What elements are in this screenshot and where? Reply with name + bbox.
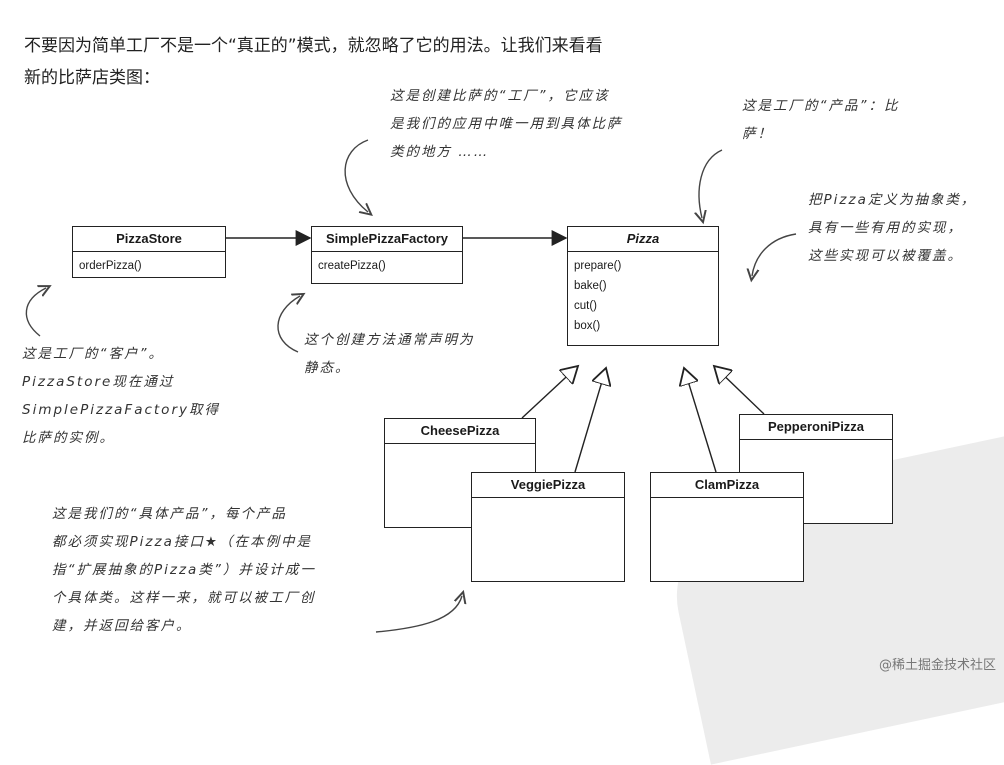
note-line: 静态。 — [304, 360, 351, 376]
class-pizzastore: PizzaStore orderPizza() — [72, 226, 226, 278]
class-pizza: Pizza prepare() bake() cut() box() — [567, 226, 719, 346]
note-line: 比萨的实例。 — [22, 430, 115, 446]
class-simplepizzafactory: SimplePizzaFactory createPizza() — [311, 226, 463, 284]
note-line: 把Pizza定义为抽象类， — [808, 192, 977, 208]
method-item: bake() — [574, 280, 607, 292]
veggie-inherit-line — [574, 368, 606, 473]
note-static: 这个创建方法通常声明为 静态。 — [304, 326, 475, 382]
note-line: 这是创建比萨的“工厂”，它应该 — [390, 88, 610, 104]
note-abstract: 把Pizza定义为抽象类， 具有一些有用的实现， 这些实现可以被覆盖。 — [808, 186, 976, 270]
cheese-inherit-line — [521, 366, 578, 419]
note-line: 这是工厂的“客户”。 — [22, 346, 164, 362]
class-name: VeggiePizza — [472, 473, 624, 498]
client-note-curve — [25, 288, 46, 337]
class-name: ClamPizza — [651, 473, 803, 498]
method-item: box() — [574, 320, 601, 332]
method-item: createPizza() — [318, 260, 386, 272]
concrete-note-curve — [375, 596, 462, 633]
diagram-connectors — [25, 139, 797, 633]
note-line: 这是我们的“具体产品”，每个产品 — [52, 506, 287, 522]
class-veggiepizza: VeggiePizza — [471, 472, 625, 582]
class-pepperonipizza: PepperoniPizza — [739, 414, 893, 524]
factory-note-curve — [344, 139, 368, 212]
note-line: PizzaStore现在通过 — [22, 374, 175, 390]
intro-line-2: 新的比萨店类图： — [24, 68, 160, 88]
note-line: 指“扩展抽象的Pizza类”）并设计成一 — [52, 562, 316, 578]
intro-line-1: 不要因为简单工厂不是一个“真正的”模式，就忽略了它的用法。让我们来看看 — [24, 36, 603, 56]
note-line: 都必须实现Pizza接口★（在本例中是 — [52, 534, 312, 550]
note-product: 这是工厂的“产品”：比 萨！ — [742, 92, 900, 148]
class-clampizza: ClamPizza — [650, 472, 804, 582]
class-methods: orderPizza() — [73, 252, 225, 276]
pepperoni-inherit-line — [714, 366, 765, 415]
clam-inherit-line — [684, 368, 717, 473]
note-line: 这个创建方法通常声明为 — [304, 332, 475, 348]
note-line: 萨！ — [742, 126, 773, 142]
method-item: cut() — [574, 300, 597, 312]
intro-text: 不要因为简单工厂不是一个“真正的”模式，就忽略了它的用法。让我们来看看 新的比萨… — [24, 30, 744, 94]
static-note-curve — [277, 296, 300, 353]
note-line: 个具体类。这样一来，就可以被工厂创 — [52, 590, 316, 606]
note-line: SimplePizzaFactory取得 — [22, 402, 220, 418]
class-name: PizzaStore — [73, 227, 225, 252]
class-methods: createPizza() — [312, 252, 462, 276]
class-name: Pizza — [568, 227, 718, 252]
note-factory: 这是创建比萨的“工厂”，它应该 是我们的应用中唯一用到具体比萨 类的地方 …… — [390, 82, 623, 166]
method-item: orderPizza() — [79, 260, 142, 272]
product-note-curve — [699, 149, 723, 218]
note-line: 这是工厂的“产品”：比 — [742, 98, 900, 114]
abstract-note-curve — [752, 233, 797, 276]
class-name: SimplePizzaFactory — [312, 227, 462, 252]
note-line: 是我们的应用中唯一用到具体比萨 — [390, 116, 623, 132]
class-methods: prepare() bake() cut() box() — [568, 252, 718, 336]
note-concrete: 这是我们的“具体产品”，每个产品 都必须实现Pizza接口★（在本例中是 指“扩… — [52, 500, 316, 640]
class-name: CheesePizza — [385, 419, 535, 444]
watermark: @稀土掘金技术社区 — [878, 658, 996, 673]
class-name: PepperoniPizza — [740, 415, 892, 440]
method-item: prepare() — [574, 260, 622, 272]
note-line: 建，并返回给客户。 — [52, 618, 192, 634]
note-line: 具有一些有用的实现， — [808, 220, 963, 236]
note-line: 这些实现可以被覆盖。 — [808, 248, 963, 264]
note-client: 这是工厂的“客户”。 PizzaStore现在通过 SimplePizzaFac… — [22, 340, 220, 452]
note-line: 类的地方 …… — [390, 144, 490, 160]
